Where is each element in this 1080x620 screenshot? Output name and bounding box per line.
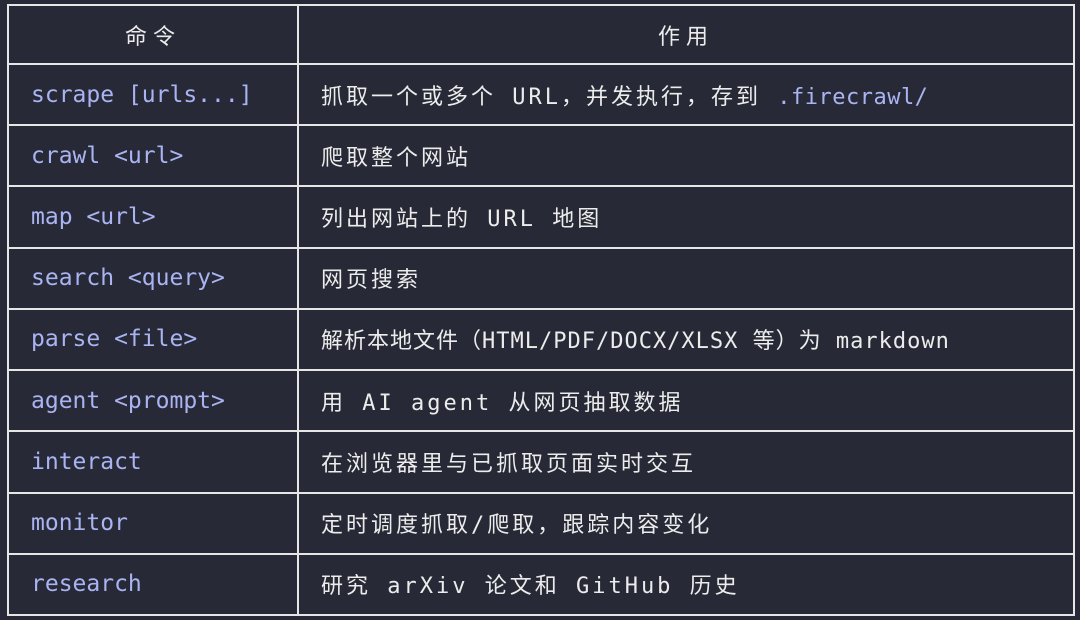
column-header-function: 作用	[297, 4, 1075, 65]
table-row: scrape [urls...] 抓取一个或多个 URL，并发执行，存到 .fi…	[7, 62, 1075, 127]
description-cell: 用 AI agent 从网页抽取数据	[297, 369, 1075, 433]
path-highlight: .firecrawl/	[777, 84, 929, 110]
command-cell: agent <prompt>	[7, 369, 299, 433]
command-cell: scrape [urls...]	[7, 62, 299, 127]
description-cell: 研究 arXiv 论文和 GitHub 历史	[297, 552, 1075, 617]
table-row: parse <file> 解析本地文件（HTML/PDF/DOCX/XLSX 等…	[7, 307, 1075, 372]
table-row: map <url> 列出网站上的 URL 地图	[7, 185, 1075, 249]
description-cell: 解析本地文件（HTML/PDF/DOCX/XLSX 等）为 markdown	[297, 307, 1075, 372]
table-row: interact 在浏览器里与已抓取页面实时交互	[7, 430, 1075, 494]
description-cell: 定时调度抓取/爬取，跟踪内容变化	[297, 491, 1075, 555]
column-header-command: 命令	[7, 4, 299, 65]
command-table: 命令 作用 scrape [urls...] 抓取一个或多个 URL，并发执行，…	[7, 4, 1075, 617]
command-cell: interact	[7, 430, 299, 494]
command-cell: map <url>	[7, 185, 299, 249]
command-cell: monitor	[7, 491, 299, 555]
command-cell: search <query>	[7, 246, 299, 310]
table-row: search <query> 网页搜索	[7, 246, 1075, 310]
description-cell: 抓取一个或多个 URL，并发执行，存到 .firecrawl/	[297, 62, 1075, 127]
table-row: research 研究 arXiv 论文和 GitHub 历史	[7, 552, 1075, 617]
description-cell: 爬取整个网站	[297, 124, 1075, 188]
table-row: monitor 定时调度抓取/爬取，跟踪内容变化	[7, 491, 1075, 555]
command-cell: parse <file>	[7, 307, 299, 372]
description-text: 抓取一个或多个 URL，并发执行，存到	[321, 84, 778, 110]
table-row: agent <prompt> 用 AI agent 从网页抽取数据	[7, 369, 1075, 433]
command-cell: research	[7, 552, 299, 617]
description-cell: 列出网站上的 URL 地图	[297, 185, 1075, 249]
table-row: crawl <url> 爬取整个网站	[7, 124, 1075, 188]
table-header-row: 命令 作用	[7, 4, 1075, 65]
description-cell: 网页搜索	[297, 246, 1075, 310]
command-cell: crawl <url>	[7, 124, 299, 188]
description-cell: 在浏览器里与已抓取页面实时交互	[297, 430, 1075, 494]
